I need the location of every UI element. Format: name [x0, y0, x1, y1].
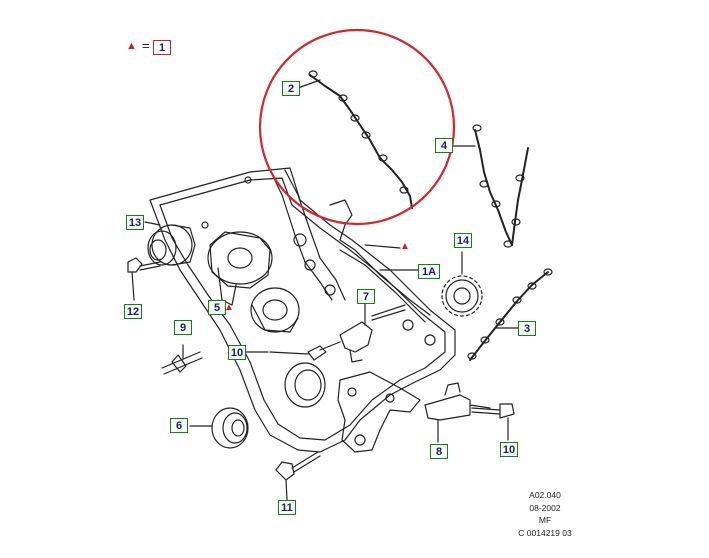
callout-3: 3 — [518, 321, 536, 336]
caption-line-4: C 0014219 03 — [518, 527, 572, 538]
highlight-circle — [258, 28, 456, 226]
callout-10-upper: 10 — [228, 345, 246, 360]
front-seal — [284, 362, 326, 408]
bolt-10-right — [471, 403, 515, 441]
callout-13: 13 — [126, 215, 144, 230]
callout-6: 6 — [170, 418, 188, 433]
callout-1: 1 — [153, 40, 171, 55]
gasket-3 — [467, 268, 553, 361]
bolt-9 — [161, 344, 203, 375]
callout-1a: 1A — [418, 264, 440, 279]
bolt-12 — [127, 257, 161, 301]
bolt-10-upper — [269, 341, 341, 361]
gasket-2 — [297, 70, 413, 209]
callout-8: 8 — [430, 444, 448, 459]
sensor-7 — [339, 304, 406, 363]
triangle-icon: ▲ — [126, 40, 137, 52]
callout-7: 7 — [357, 289, 375, 304]
callout-9: 9 — [174, 320, 192, 335]
callout-5: 5 — [208, 300, 226, 315]
sensor-8 — [424, 382, 491, 443]
caption-line-3: MF — [538, 515, 552, 525]
bolt-11 — [275, 451, 321, 501]
tensioner-pulley — [207, 231, 273, 306]
caption-line-1: A02.040 — [529, 490, 561, 500]
lower-pulley — [250, 287, 300, 333]
triangle-icon: ▲ — [400, 241, 410, 252]
callout-14: 14 — [454, 233, 472, 248]
pulley-13 — [147, 224, 196, 266]
callout-4: 4 — [435, 138, 453, 153]
caption-line-2: 08-2002 — [529, 502, 561, 513]
triangle-icon: ▲ — [224, 302, 234, 313]
seal-6 — [189, 407, 249, 449]
drawing-caption: A02.040 08-2002 MF C 0014219 03 — [500, 489, 590, 539]
legend-equals: = — [142, 38, 150, 53]
sprocket-14 — [441, 251, 483, 317]
callout-12: 12 — [124, 304, 142, 319]
oil-pump-bracket — [337, 371, 421, 453]
gasket-4 — [449, 124, 529, 248]
timing-cover — [149, 167, 456, 453]
callout-11: 11 — [278, 500, 296, 515]
callout-2: 2 — [282, 81, 300, 96]
callout-10-right: 10 — [500, 442, 518, 457]
